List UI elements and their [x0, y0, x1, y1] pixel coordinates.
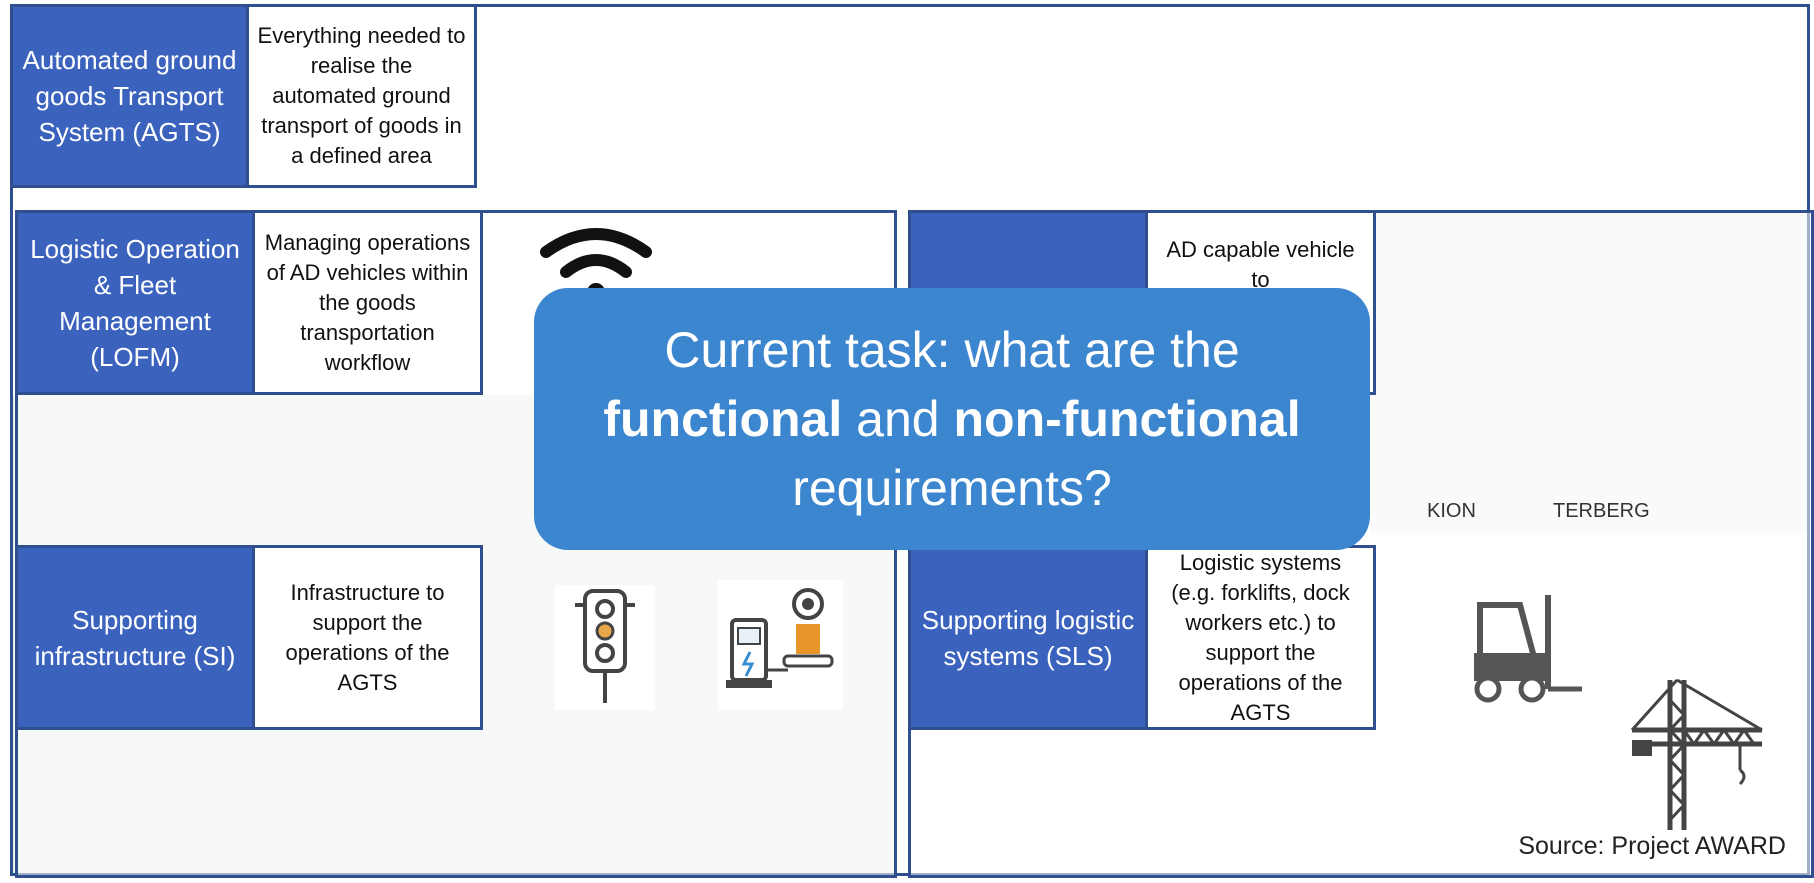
lofm-label: Logistic Operation & Fleet Management (L… [18, 213, 252, 392]
callout-nonfunctional-word: non-functional [953, 390, 1301, 447]
callout-line-1: Current task: what are the [664, 321, 1240, 378]
charging-station-icon [718, 580, 843, 710]
sls-description: Logistic systems (e.g. forklifts, dock w… [1145, 548, 1373, 727]
crane-icon [1622, 670, 1772, 835]
current-task-callout: Current task: what are the functional an… [534, 288, 1370, 550]
source-caption: Source: Project AWARD [1514, 832, 1790, 861]
sls-box: Supporting logistic systems (SLS) Logist… [908, 545, 1376, 730]
callout-line-2: functional and non-functional [603, 385, 1300, 454]
kion-brand-label: KION [1427, 500, 1476, 522]
terberg-brand-label: TERBERG [1553, 500, 1650, 522]
lofm-box: Logistic Operation & Fleet Management (L… [15, 210, 483, 395]
si-box: Supporting infrastructure (SI) Infrastru… [15, 545, 483, 730]
callout-and-word: and [856, 390, 940, 447]
traffic-light-icon [555, 585, 655, 710]
agts-label: Automated ground goods Transport System … [13, 7, 246, 185]
agts-description: Everything needed to realise the automat… [246, 7, 474, 185]
si-label: Supporting infrastructure (SI) [18, 548, 252, 727]
si-description: Infrastructure to support the operations… [252, 548, 480, 727]
callout-line-3: requirements? [792, 459, 1112, 516]
lofm-description: Managing operations of AD vehicles withi… [252, 213, 480, 392]
callout-functional-word: functional [603, 390, 843, 447]
agts-box: Automated ground goods Transport System … [10, 4, 477, 188]
forklift-icon [1452, 565, 1607, 720]
sls-label: Supporting logistic systems (SLS) [911, 548, 1145, 727]
